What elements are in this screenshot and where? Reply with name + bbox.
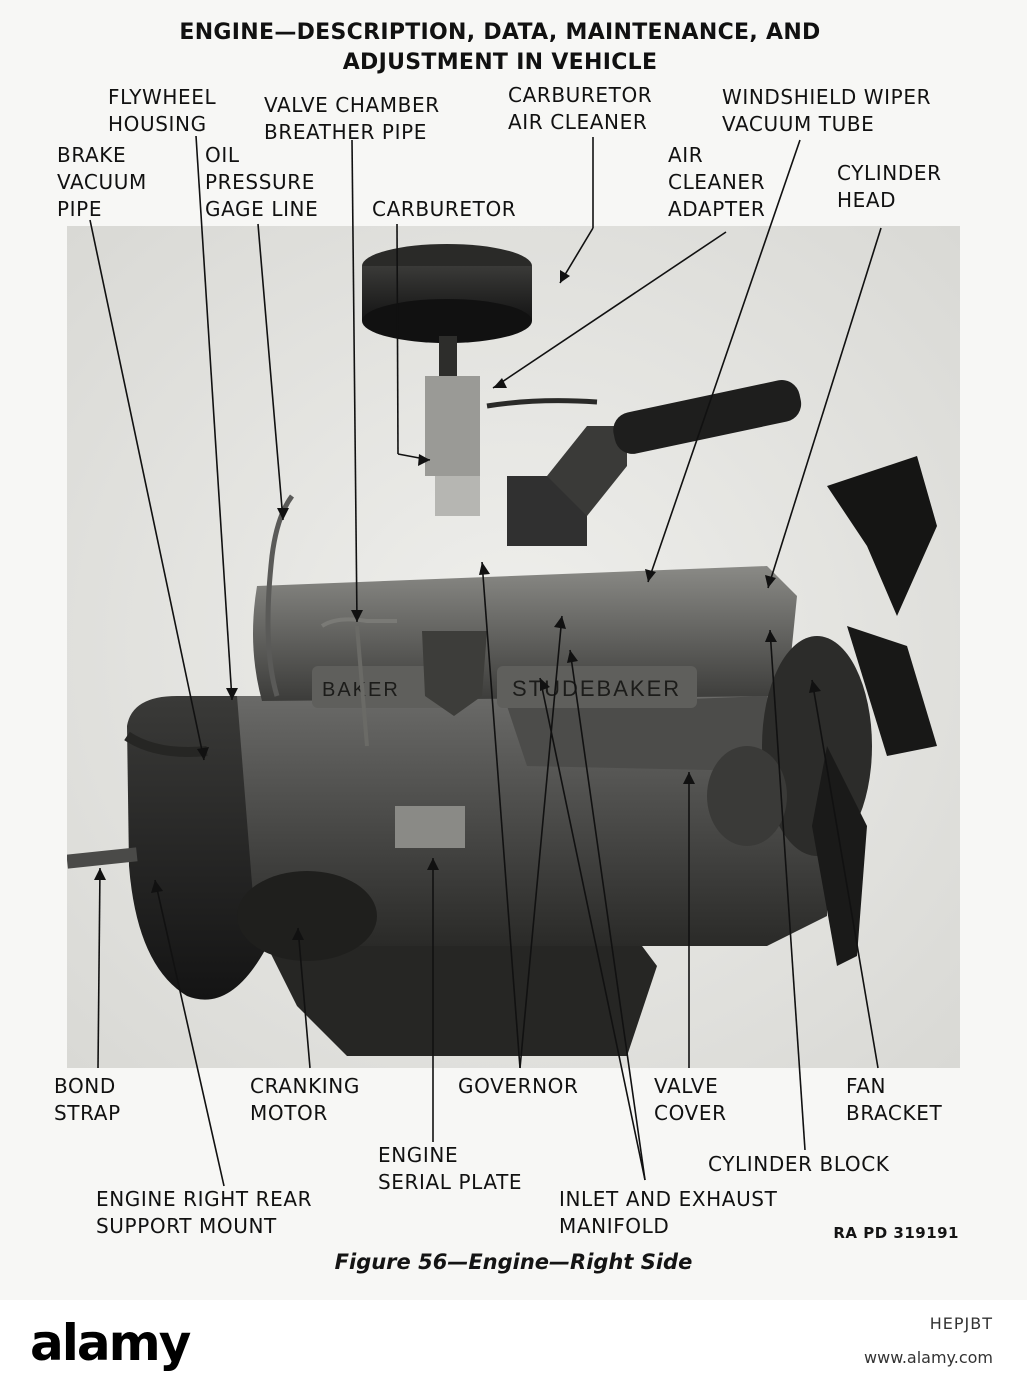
label-carburetor: CARBURETOR [372,197,517,221]
engine-photo: BAKER STUDEBAKER [67,226,960,1068]
label-governor: GOVERNOR [458,1074,579,1098]
site-url: www.alamy.com [864,1348,993,1367]
nameplate-right-text: STUDEBAKER [512,676,681,701]
alamy-logo: alamy [30,1314,191,1372]
page-header-line-1: ENGINE—DESCRIPTION, DATA, MAINTENANCE, A… [179,20,821,45]
document-page: ENGINE—DESCRIPTION, DATA, MAINTENANCE, A… [54,20,960,1274]
figure-caption: Figure 56—Engine—Right Side [334,1250,693,1274]
label-cylinder-block: CYLINDER BLOCK [708,1152,890,1176]
image-id: HEPJBT [929,1314,993,1333]
page-header-line-2: ADJUSTMENT IN VEHICLE [342,50,658,75]
watermark-footer: alamy HEPJBT www.alamy.com [0,1300,1027,1390]
reference-number: RA PD 319191 [833,1224,959,1242]
nameplate-left-text: BAKER [322,679,400,701]
